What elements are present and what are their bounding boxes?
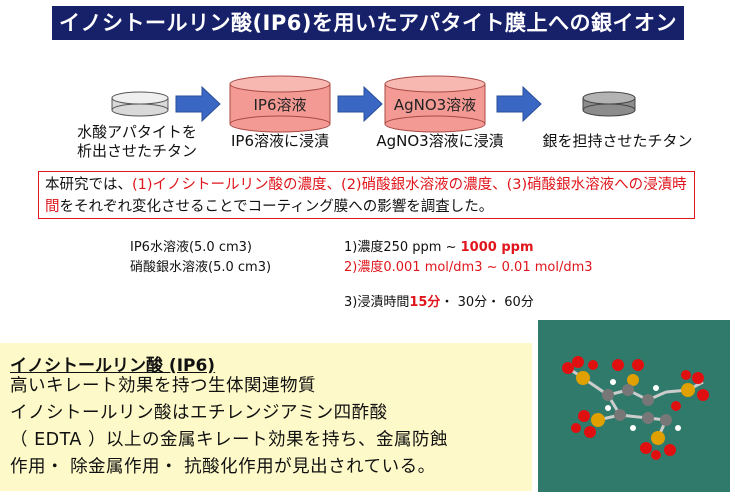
start-label-line2: 析出させたチタン xyxy=(76,142,197,160)
start-label-line1: 水酸アパタイトを xyxy=(77,123,197,141)
titanium-disk-icon xyxy=(111,91,169,117)
page-title: イノシトールリン酸(IP6)を用いたアパタイト膜上への銀イオンの固定化 xyxy=(52,6,684,69)
beaker2-caption: AgNO3溶液に浸漬 xyxy=(376,132,504,150)
statement-part4: (3)硝酸銀水溶液への浸漬時間 xyxy=(45,177,687,215)
condition-3-prefix: 3)浸漬時間 xyxy=(344,295,410,310)
condition-1: 1)濃度250 ppm ~ 1000 ppm xyxy=(344,238,534,258)
silver-titanium-disk-icon xyxy=(582,91,636,117)
statement-part2: (1)イノシトールリン酸の濃度、 xyxy=(132,177,342,193)
beaker2-text: AgNO3溶液 xyxy=(393,96,477,114)
info-line-2: イノシトールリン酸はエチレンジアミン四酢酸 xyxy=(10,403,388,423)
statement-part5: をそれぞれ変化させることでコーティング膜への影響を調査した。 xyxy=(59,199,494,215)
research-statement: 本研究では、(1)イノシトールリン酸の濃度、(2)硝酸銀水溶液の濃度、(3)硝酸… xyxy=(38,171,695,219)
agno3-solution-beaker xyxy=(384,75,486,133)
ip6-solution-beaker xyxy=(229,75,331,133)
info-line-1: 高いキレート効果を持つ生体関連物質 xyxy=(10,376,316,396)
flow-arrow-3 xyxy=(496,85,542,123)
info-heading: イノシトールリン酸 (IP6) xyxy=(10,356,216,376)
solution2-label: 硝酸銀水溶液(5.0 cm3) xyxy=(130,260,272,275)
statement-part1: 本研究では、 xyxy=(45,177,132,193)
flow-arrow-1 xyxy=(175,85,221,123)
process-flow-diagram xyxy=(111,75,636,133)
end-label: 銀を担持させたチタン xyxy=(542,132,693,150)
molecule-model-icon xyxy=(562,356,709,460)
condition-1-prefix: 1)濃度250 ppm ~ xyxy=(344,240,461,255)
statement-part3: (2)硝酸銀水溶液の濃度、 xyxy=(341,177,507,193)
condition-1-highlight: 1000 ppm xyxy=(460,240,534,255)
condition-2: 2)濃度0.001 mol/dm3 ~ 0.01 mol/dm3 xyxy=(344,260,593,275)
beaker1-text: IP6溶液 xyxy=(253,96,307,114)
info-line-4: 作用・ 除金属作用・ 抗酸化作用が見出されている。 xyxy=(10,457,436,477)
solution1-label: IP6水溶液(5.0 cm3) xyxy=(130,240,252,255)
condition-3: 3)浸漬時間15分・ 30分・ 60分 xyxy=(344,293,534,313)
condition-3-suffix: ・ 30分・ 60分 xyxy=(440,295,534,310)
flow-arrow-2 xyxy=(337,85,383,123)
info-line-3: （ EDTA ）以上の金属キレート効果を持ち、金属防蝕 xyxy=(10,430,448,450)
condition-3-highlight: 15分 xyxy=(409,295,441,310)
ip6-molecule-image xyxy=(538,320,730,492)
ip6-info-box: イノシトールリン酸 (IP6) 高いキレート効果を持つ生体関連物質 イノシトール… xyxy=(0,343,532,491)
beaker1-caption: IP6溶液に浸漬 xyxy=(230,132,329,150)
